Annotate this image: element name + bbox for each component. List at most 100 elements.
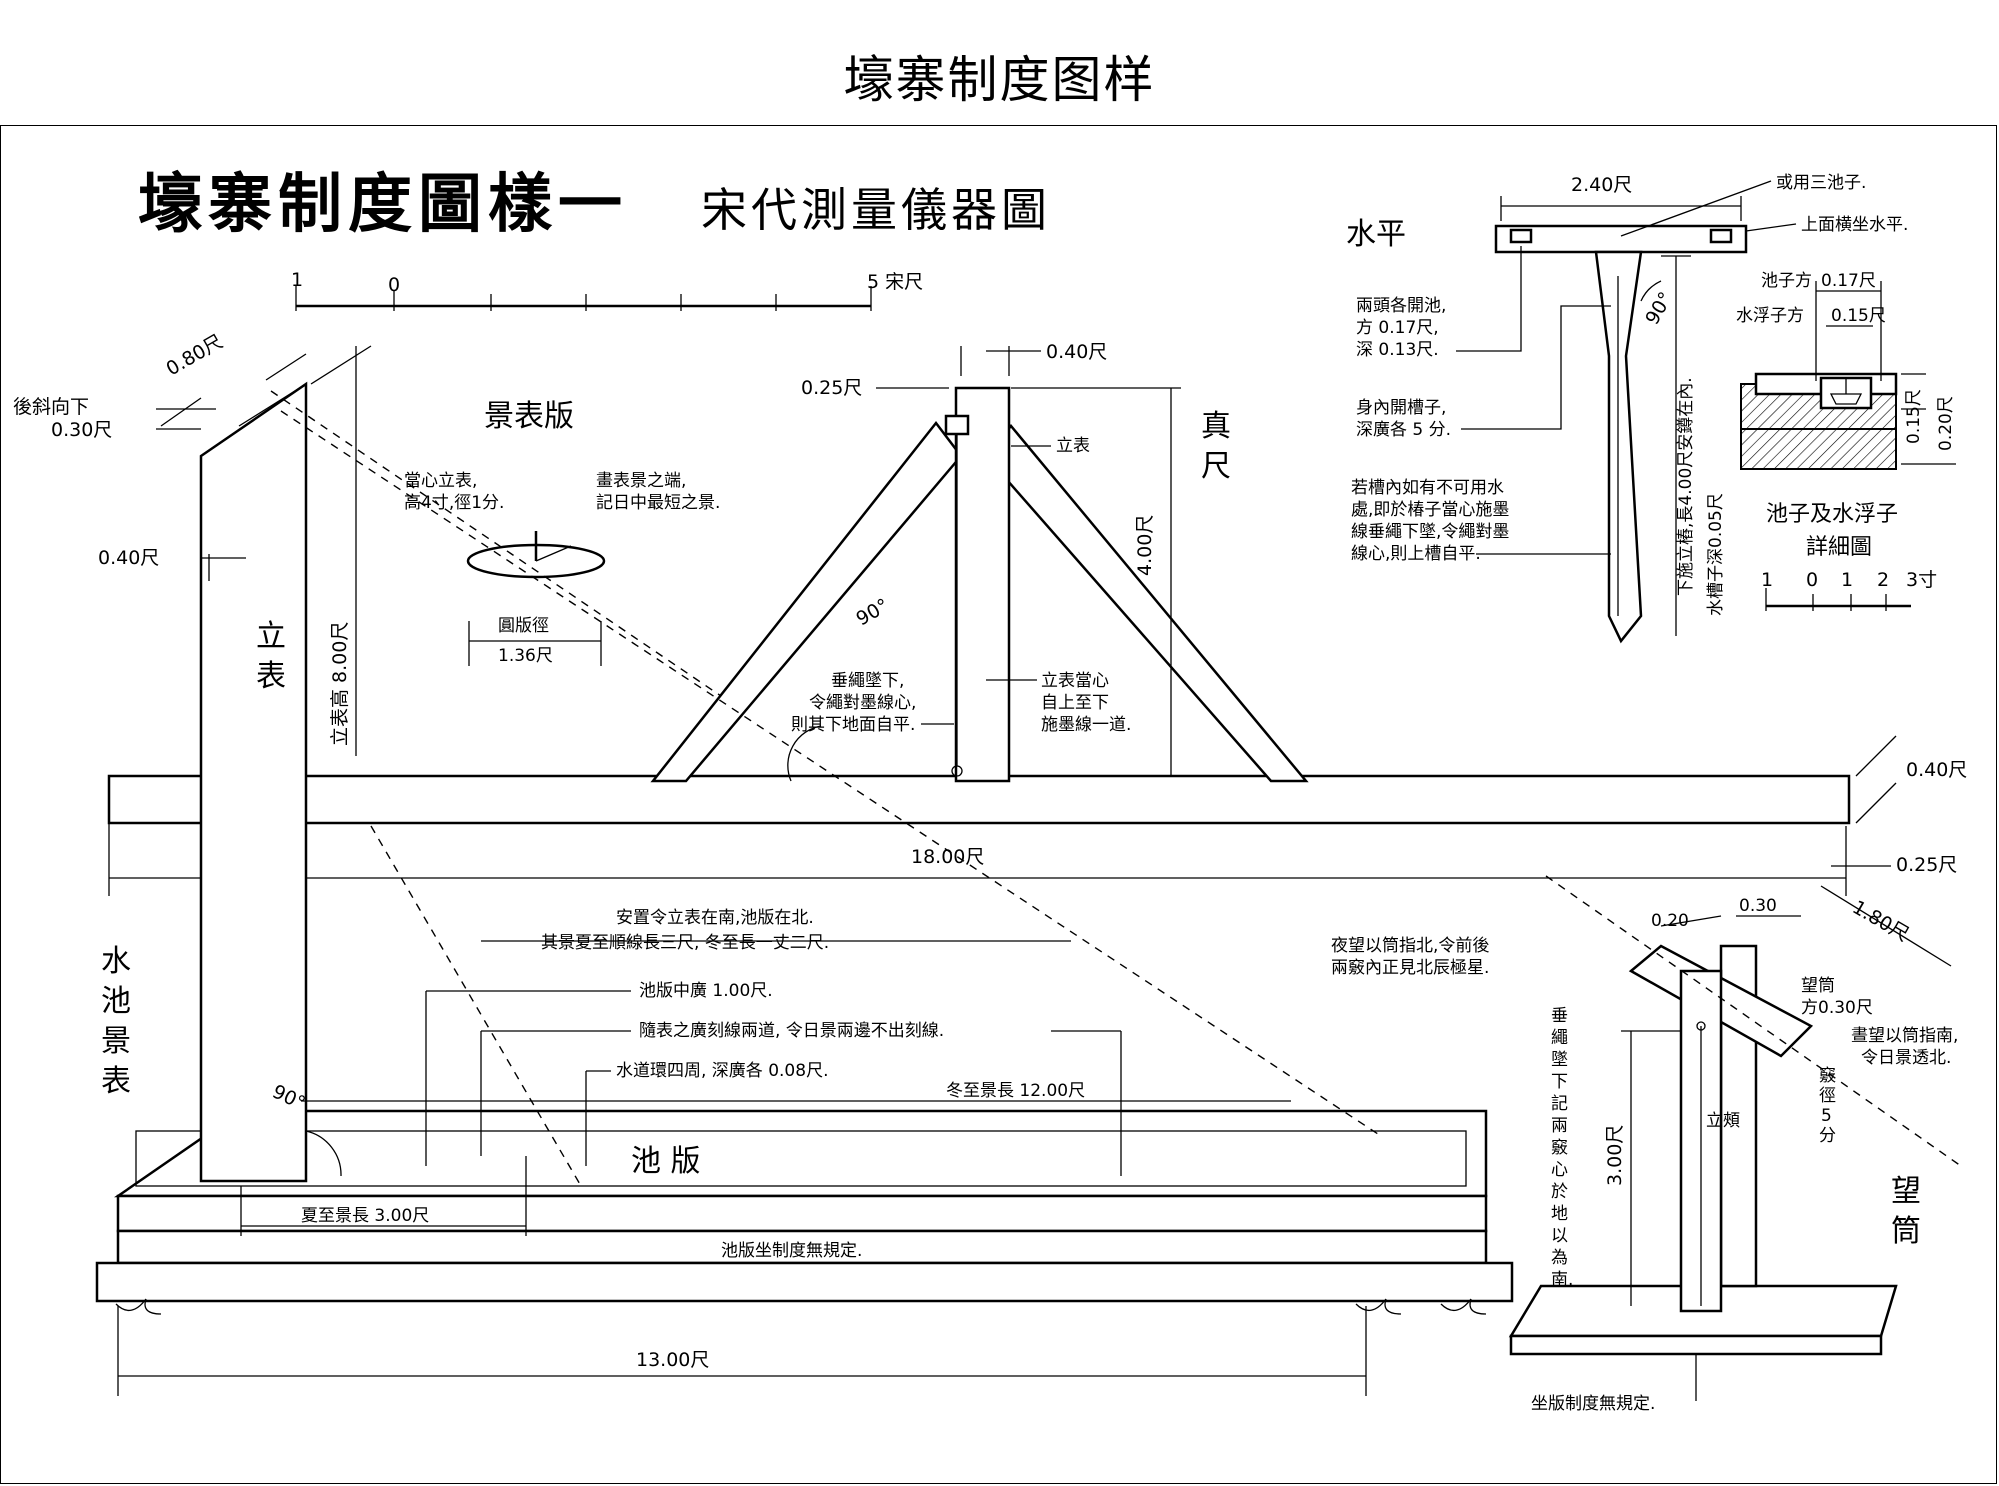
pool-name-3: 景 <box>101 1024 131 1059</box>
shadow-board: 景表版 當心立表, 高4寸,徑1分. 畫表景之端, 記日中最短之景. 圓版徑 1… <box>404 399 720 666</box>
surveying-instruments-drawing: 壕寨制度圖樣一 宋代測量儀器圖 1 0 5 宋尺 18.00尺 0.40尺 0.… <box>13 168 1967 1414</box>
pool-gnomon: 0.80尺 後斜向下 0.30尺 0.40尺 立 表 立表高 8.00尺 安置令… <box>13 331 1514 1396</box>
plumb-8: 心 <box>1551 1160 1568 1180</box>
tube-hole-4: 分 <box>1819 1126 1836 1146</box>
level-height-label: 下施立樁,長4.00尺安鐏在內. <box>1676 377 1696 596</box>
pool-note-1: 安置令立表在南,池版在北. <box>616 908 814 928</box>
tube-name-1: 望 <box>1891 1174 1921 1209</box>
pool-board-name: 池 版 <box>631 1144 701 1179</box>
scale-tick-1: 1 <box>291 269 303 291</box>
pool-name-2: 池 <box>101 984 131 1019</box>
tube-note-south-1: 晝望以筒指南, <box>1851 1026 1958 1046</box>
ruler-name-1: 真 <box>1201 409 1231 444</box>
pool-note-4: 隨表之廣刻線兩道, 令日景兩邊不出刻線. <box>639 1021 944 1041</box>
level-angle: 90° <box>1641 288 1677 328</box>
ruler-center-note-1: 立表當心 <box>1041 671 1109 691</box>
ruler-angle: 90° <box>853 594 893 630</box>
tube-hole-3: 5 <box>1821 1106 1832 1126</box>
tube-note-north-2: 兩竅內正見北辰極星. <box>1331 958 1489 978</box>
pool-depth2: 0.20尺 <box>1936 396 1956 451</box>
detail-scale-1: 1 <box>1761 569 1773 591</box>
board-note-left-1: 當心立表, <box>404 471 477 491</box>
pool-total-length: 13.00尺 <box>636 1349 709 1371</box>
sighting-tube: 夜望以筒指北,令前後 兩竅內正見北辰極星. 0.20 0.30 1.80尺 望筒… <box>1331 875 1962 1414</box>
pool-note-5: 水道環四周, 深廣各 0.08尺. <box>616 1061 828 1081</box>
plumb-7: 竅 <box>1551 1138 1568 1158</box>
plumb-13: 南. <box>1551 1270 1573 1290</box>
tube-square-1: 望筒 <box>1801 976 1835 996</box>
ruler-plumb-note-3: 則其下地面自平. <box>791 715 915 735</box>
beam-depth: 0.25尺 <box>1896 854 1957 876</box>
detail-scale-3: 3寸 <box>1906 569 1937 591</box>
tube-post-label: 立頰 <box>1706 1111 1740 1131</box>
level-width: 2.40尺 <box>1571 174 1632 196</box>
tube-length: 1.80尺 <box>1849 896 1913 946</box>
board-note-right-2: 記日中最短之景. <box>596 493 720 513</box>
post-tilt-value: 0.30尺 <box>51 419 112 441</box>
true-ruler: 0.40尺 0.25尺 立表 4.00尺 真 尺 90° 垂繩墜下, 令繩對墨線… <box>650 341 1309 783</box>
page-title: 壕寨制度图样 <box>843 51 1156 109</box>
post-tilt-label: 後斜向下 <box>13 396 89 418</box>
detail-scale-1b: 1 <box>1841 569 1853 591</box>
post-name-2: 表 <box>256 659 286 694</box>
pool-depth1: 0.15尺 <box>1904 389 1924 444</box>
main-title: 壕寨制度圖樣一 <box>138 168 628 242</box>
ruler-plumb-note-2: 令繩對墨線心, <box>809 693 916 713</box>
plumb-2: 繩 <box>1551 1028 1568 1048</box>
plumb-4: 下 <box>1551 1072 1568 1092</box>
level-pools-2: 方 0.17尺, <box>1356 318 1439 338</box>
scale-tick-0: 0 <box>388 274 400 296</box>
beam-height: 0.40尺 <box>1906 759 1967 781</box>
post-width-top: 0.80尺 <box>163 331 227 381</box>
tube-height: 3.00尺 <box>1604 1125 1626 1186</box>
ruler-top-width: 0.40尺 <box>1046 341 1107 363</box>
pool-base-note: 池版坐制度無規定. <box>721 1241 862 1261</box>
level-pools-3: 深 0.13尺. <box>1356 340 1439 360</box>
post-thickness: 0.40尺 <box>98 547 159 569</box>
pool-name-4: 表 <box>101 1064 131 1099</box>
tube-hole-1: 竅 <box>1819 1066 1836 1086</box>
plumb-1: 垂 <box>1551 1006 1568 1026</box>
board-note-right-1: 畫表景之端, <box>596 471 686 491</box>
level-groove-label: 水槽子深0.05尺 <box>1706 493 1726 616</box>
water-level: 2.40尺 或用三池子. 上面横坐水平. 水平 兩頭各開池, 方 0.17尺, … <box>1346 173 1908 644</box>
beam-length: 18.00尺 <box>911 846 984 868</box>
board-name: 景表版 <box>484 399 574 434</box>
level-name: 水平 <box>1346 217 1406 252</box>
subtitle: 宋代測量儀器圖 <box>701 183 1051 237</box>
summer-shadow-length: 夏至景長 3.00尺 <box>301 1206 429 1226</box>
level-note-top2: 上面横坐水平. <box>1801 215 1908 235</box>
level-string-1: 若槽內如有不可用水 <box>1351 478 1504 498</box>
level-string-3: 線垂繩下墜,令繩對墨 <box>1351 522 1509 542</box>
pool-detail-title-2: 詳細圖 <box>1806 535 1872 560</box>
pool-name-1: 水 <box>101 944 131 979</box>
pool-note-2: 其景夏至順線長三尺, 冬至長一丈二尺. <box>541 933 829 953</box>
pool-detail: 池子方 0.17尺 水浮子方 0.15尺 0.15尺 0.20尺 池子及水浮子 … <box>1736 271 1956 611</box>
tube-square-2: 方0.30尺 <box>1801 998 1873 1018</box>
level-string-4: 線心,則上槽自平. <box>1351 544 1481 564</box>
post-name-1: 立 <box>256 619 286 654</box>
level-groove-1: 身內開槽子, <box>1356 398 1446 418</box>
tube-note-south-2: 令日景透北. <box>1861 1048 1951 1068</box>
board-note-left-2: 高4寸,徑1分. <box>404 493 504 513</box>
plumb-9: 於 <box>1551 1182 1568 1202</box>
level-string-2: 處,即於椿子當心施墨 <box>1351 500 1509 520</box>
float-square-value: 0.15尺 <box>1831 306 1886 326</box>
scale-end-label: 5 宋尺 <box>867 271 923 293</box>
ruler-post-label: 立表 <box>1056 436 1090 456</box>
ruler-name-2: 尺 <box>1201 449 1231 484</box>
plumb-5: 記 <box>1551 1094 1568 1114</box>
plumb-12: 為 <box>1551 1248 1568 1268</box>
plumb-3: 墜 <box>1551 1050 1568 1070</box>
tube-dim-a: 0.20 <box>1651 911 1689 931</box>
detail-scale-0: 0 <box>1806 569 1818 591</box>
plumb-11: 以 <box>1551 1226 1568 1246</box>
ruler-center-note-2: 自上至下 <box>1041 693 1109 713</box>
tube-dim-b: 0.30 <box>1739 896 1777 916</box>
level-note-top1: 或用三池子. <box>1776 173 1866 193</box>
tube-hole-2: 徑 <box>1819 1086 1836 1106</box>
drawing-frame: 壕寨制度圖樣一 宋代測量儀器圖 1 0 5 宋尺 18.00尺 0.40尺 0.… <box>0 125 1997 1484</box>
ruler-post-width: 0.25尺 <box>801 377 862 399</box>
pool-note-3: 池版中廣 1.00尺. <box>639 981 773 1001</box>
level-pools-1: 兩頭各開池, <box>1356 296 1446 316</box>
